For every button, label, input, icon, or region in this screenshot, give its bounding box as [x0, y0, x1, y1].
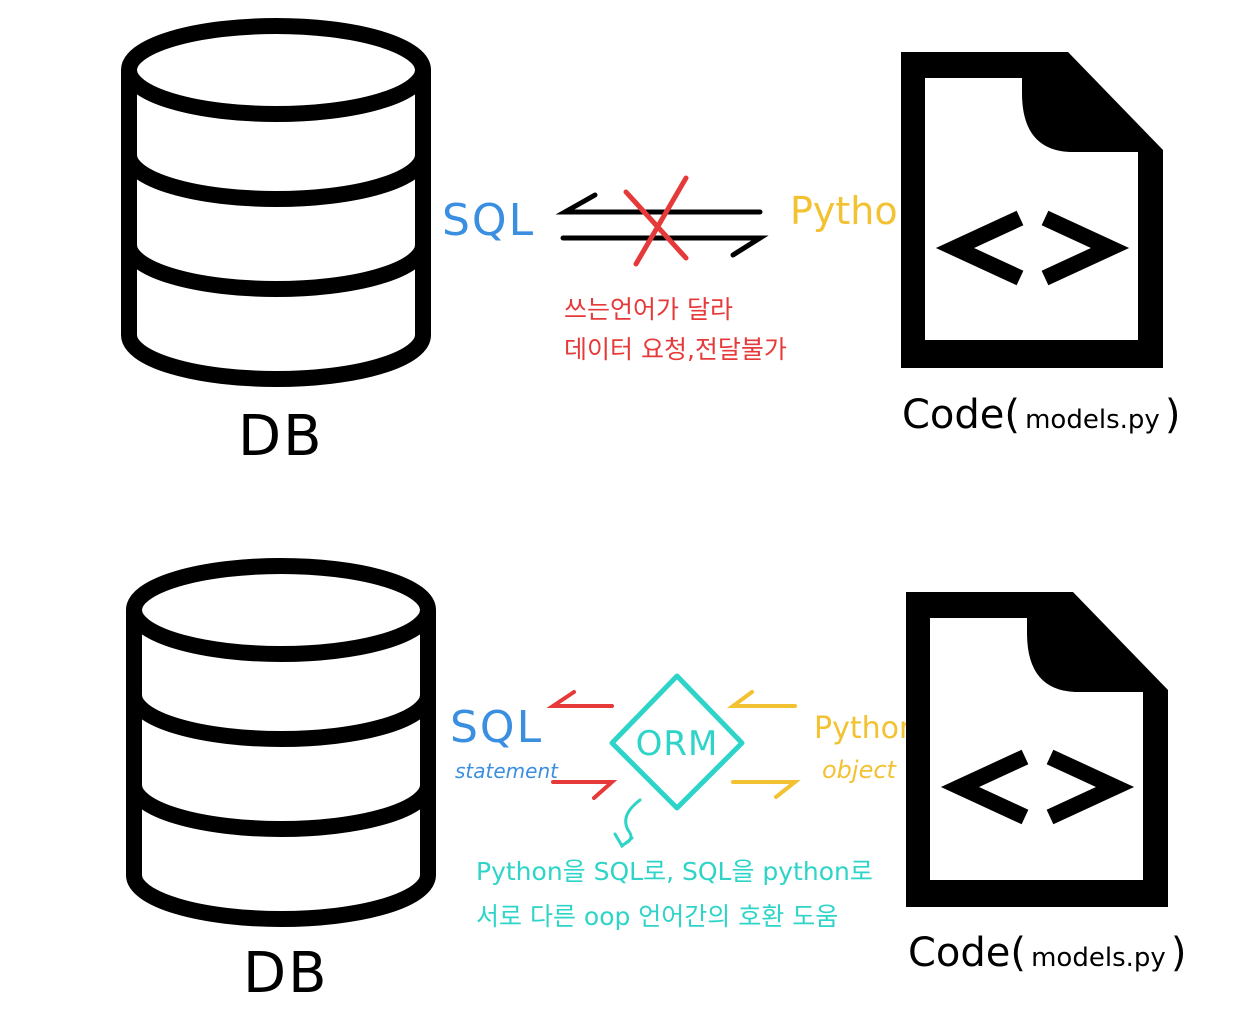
- python-object-label: object: [822, 756, 898, 784]
- code-label-prefix: Code(: [908, 930, 1026, 976]
- orm-pointer-arrow: [613, 798, 642, 849]
- incompatible-note-line1: 쓰는언어가 달라: [564, 295, 733, 324]
- orm-node: ORM: [609, 673, 745, 811]
- db-label: DB: [243, 941, 329, 1006]
- arrow-to-code: [560, 235, 769, 258]
- sql-side-arrows: [546, 690, 618, 800]
- code-brackets-icon: [935, 210, 1130, 286]
- arrow-db-to-orm: [551, 780, 618, 800]
- orm-note-line2: 서로 다른 oop 언어간의 호환 도움: [476, 902, 838, 931]
- code-file-icon: [901, 52, 1163, 368]
- cross-mark-icon: [623, 175, 689, 267]
- python-label: Python: [814, 711, 918, 746]
- python-label: Python: [790, 189, 922, 233]
- code-label-prefix: Code(: [902, 392, 1020, 438]
- sql-statement-label: statement: [455, 759, 559, 783]
- sql-label: SQL: [450, 702, 543, 753]
- top-section: DB SQL 쓰는언어가 달라 데이터 요청,전달불가 Python Code(…: [121, 18, 1180, 469]
- code-file-name: models.py: [1031, 943, 1166, 973]
- code-file-icon: [906, 592, 1168, 907]
- code-label: Code( models.py ): [902, 392, 1180, 438]
- incompatible-note-line2: 데이터 요청,전달불가: [564, 335, 787, 364]
- arrow-orm-to-code: [731, 780, 801, 799]
- code-label-suffix: ): [1165, 392, 1181, 438]
- orm-note-line1: Python을 SQL로, SQL을 python로: [476, 857, 873, 886]
- python-side-arrows: [726, 690, 801, 799]
- database-icon: [126, 558, 436, 927]
- sql-label: SQL: [442, 195, 535, 246]
- arrow-orm-to-db: [546, 690, 614, 708]
- db-label: DB: [238, 404, 324, 469]
- database-icon: [121, 18, 431, 387]
- orm-diamond: [609, 673, 745, 811]
- code-file-name: models.py: [1025, 405, 1160, 435]
- arrow-code-to-orm: [726, 690, 797, 708]
- code-brackets-icon: [940, 749, 1135, 825]
- code-label-suffix: ): [1171, 930, 1187, 976]
- bottom-section: DB SQL statement ORM Python object Pytho…: [126, 558, 1186, 1006]
- code-label: Code( models.py ): [908, 930, 1186, 976]
- blocked-exchange-arrows: [555, 192, 769, 258]
- arrow-to-db: [555, 192, 763, 215]
- orm-label: ORM: [636, 724, 719, 764]
